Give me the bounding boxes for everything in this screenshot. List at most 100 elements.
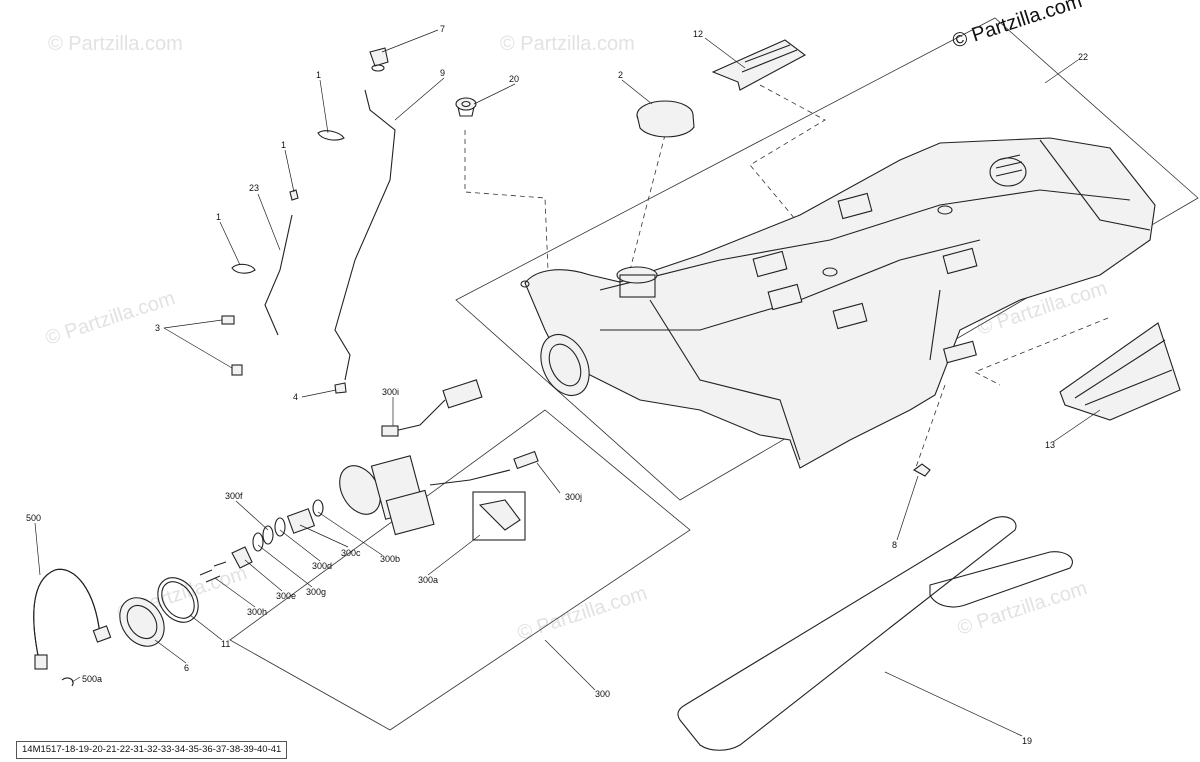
mounting-tab (752, 250, 788, 278)
callout-300c: 300c (341, 548, 361, 558)
hoses (33, 89, 396, 666)
bracket-13 (1059, 322, 1181, 421)
cap-side (636, 114, 695, 138)
callout-9: 9 (440, 68, 445, 78)
tank-seam (1039, 139, 1151, 231)
mounting-tab (837, 192, 873, 220)
tank-seam (599, 189, 1131, 291)
part-300f (262, 525, 274, 545)
callout-13: 13 (1045, 440, 1055, 450)
tank-boss (520, 280, 530, 288)
callout-7: 7 (440, 24, 445, 34)
part-6 (119, 597, 165, 647)
part-3 (231, 364, 243, 376)
part-300h (199, 561, 227, 583)
fuel-tank-frame (455, 17, 1199, 501)
callout-300a: 300a (418, 575, 438, 585)
callout-12: 12 (693, 29, 703, 39)
part-11-inner (161, 581, 195, 619)
watermark: © Partzilla.com (500, 33, 635, 55)
part-300a (478, 499, 521, 531)
mounting-tab (767, 283, 803, 311)
vent-fitting-ribs (995, 154, 1023, 177)
hose-23 (264, 214, 293, 336)
part-500a (61, 677, 74, 687)
part-300j (513, 450, 539, 470)
part-11 (157, 577, 199, 623)
leader-lines (34, 29, 1101, 737)
grommet-top (455, 97, 477, 111)
part-4 (334, 382, 347, 394)
callout-300: 300 (595, 689, 610, 699)
watermark: © Partzilla.com (43, 287, 178, 350)
pump-opening-inner (548, 343, 582, 387)
pad-small (929, 551, 1073, 608)
inset-300a (472, 491, 526, 541)
part-300c (286, 508, 316, 534)
sender-300i (442, 379, 483, 409)
callout-300h: 300h (247, 607, 267, 617)
mounting-tab (943, 340, 977, 364)
sender-wire (389, 399, 446, 433)
part-300g (252, 532, 264, 552)
hose-9 (334, 89, 396, 381)
callout-300d: 300d (312, 561, 332, 571)
callout-11: 11 (221, 639, 230, 649)
callout-20: 20 (509, 74, 519, 84)
callout-22: 22 (1078, 52, 1088, 62)
fuel-pump-frame (229, 409, 691, 731)
watermark: © Partzilla.com (48, 33, 183, 55)
callout-300g: 300g (306, 587, 326, 597)
tank-boss (937, 205, 953, 215)
pump-opening-ring (540, 333, 590, 397)
bracket-12 (711, 39, 807, 91)
tank-body (524, 137, 1156, 469)
copyright-text: © Partzilla.com (950, 0, 1085, 53)
callout-4: 4 (293, 392, 298, 402)
callout-500: 500 (26, 513, 41, 523)
watermark: © Partzilla.com (515, 582, 650, 645)
clamp-1 (317, 130, 345, 141)
callout-1: 1 (216, 212, 221, 222)
callout-300f: 300f (225, 491, 243, 501)
part-3 (221, 315, 235, 325)
grommet-hole (461, 100, 471, 108)
callout-500a: 500a (82, 674, 102, 684)
tank-seam (929, 289, 941, 361)
callout-2: 2 (618, 70, 623, 80)
part-300d (274, 517, 286, 537)
part-300b (312, 499, 324, 517)
bracket-ribs (741, 44, 798, 73)
sender-plug (381, 425, 399, 437)
callout-300b: 300b (380, 554, 400, 564)
grommet (455, 97, 477, 117)
watermark: © Partzilla.com (955, 577, 1090, 640)
grommet-body (457, 106, 475, 117)
callout-1: 1 (281, 140, 286, 150)
tank-seam (649, 299, 801, 461)
pump-line (429, 469, 511, 486)
dashed-connectors (464, 84, 1109, 471)
callout-8: 8 (892, 540, 897, 550)
bracket-ribs (1074, 339, 1173, 406)
fuel-tank (520, 137, 1156, 469)
part-6-inner (126, 604, 158, 640)
hose-500 (33, 568, 101, 666)
diagram-reference-number: 14M1517-18-19-20-21-22-31-32-33-34-35-36… (16, 741, 288, 759)
callout-1: 1 (316, 70, 321, 80)
mounting-tab (942, 247, 978, 275)
callout-23: 23 (249, 183, 259, 193)
clip-8 (912, 463, 931, 477)
callout-300j: 300j (565, 492, 582, 502)
fuel-cap (636, 100, 695, 138)
callouts: 7 1 1 1 23 9 20 2 12 22 3 4 300i 300j 30… (26, 24, 1088, 746)
part-300e (231, 546, 253, 569)
filler-neck-thread (619, 274, 656, 298)
callout-19: 19 (1022, 736, 1032, 746)
pad-19 (677, 516, 1073, 751)
part-7 (369, 47, 389, 67)
pump-filter (385, 489, 435, 536)
mounting-tab (832, 302, 868, 330)
tank-boss (822, 267, 838, 277)
